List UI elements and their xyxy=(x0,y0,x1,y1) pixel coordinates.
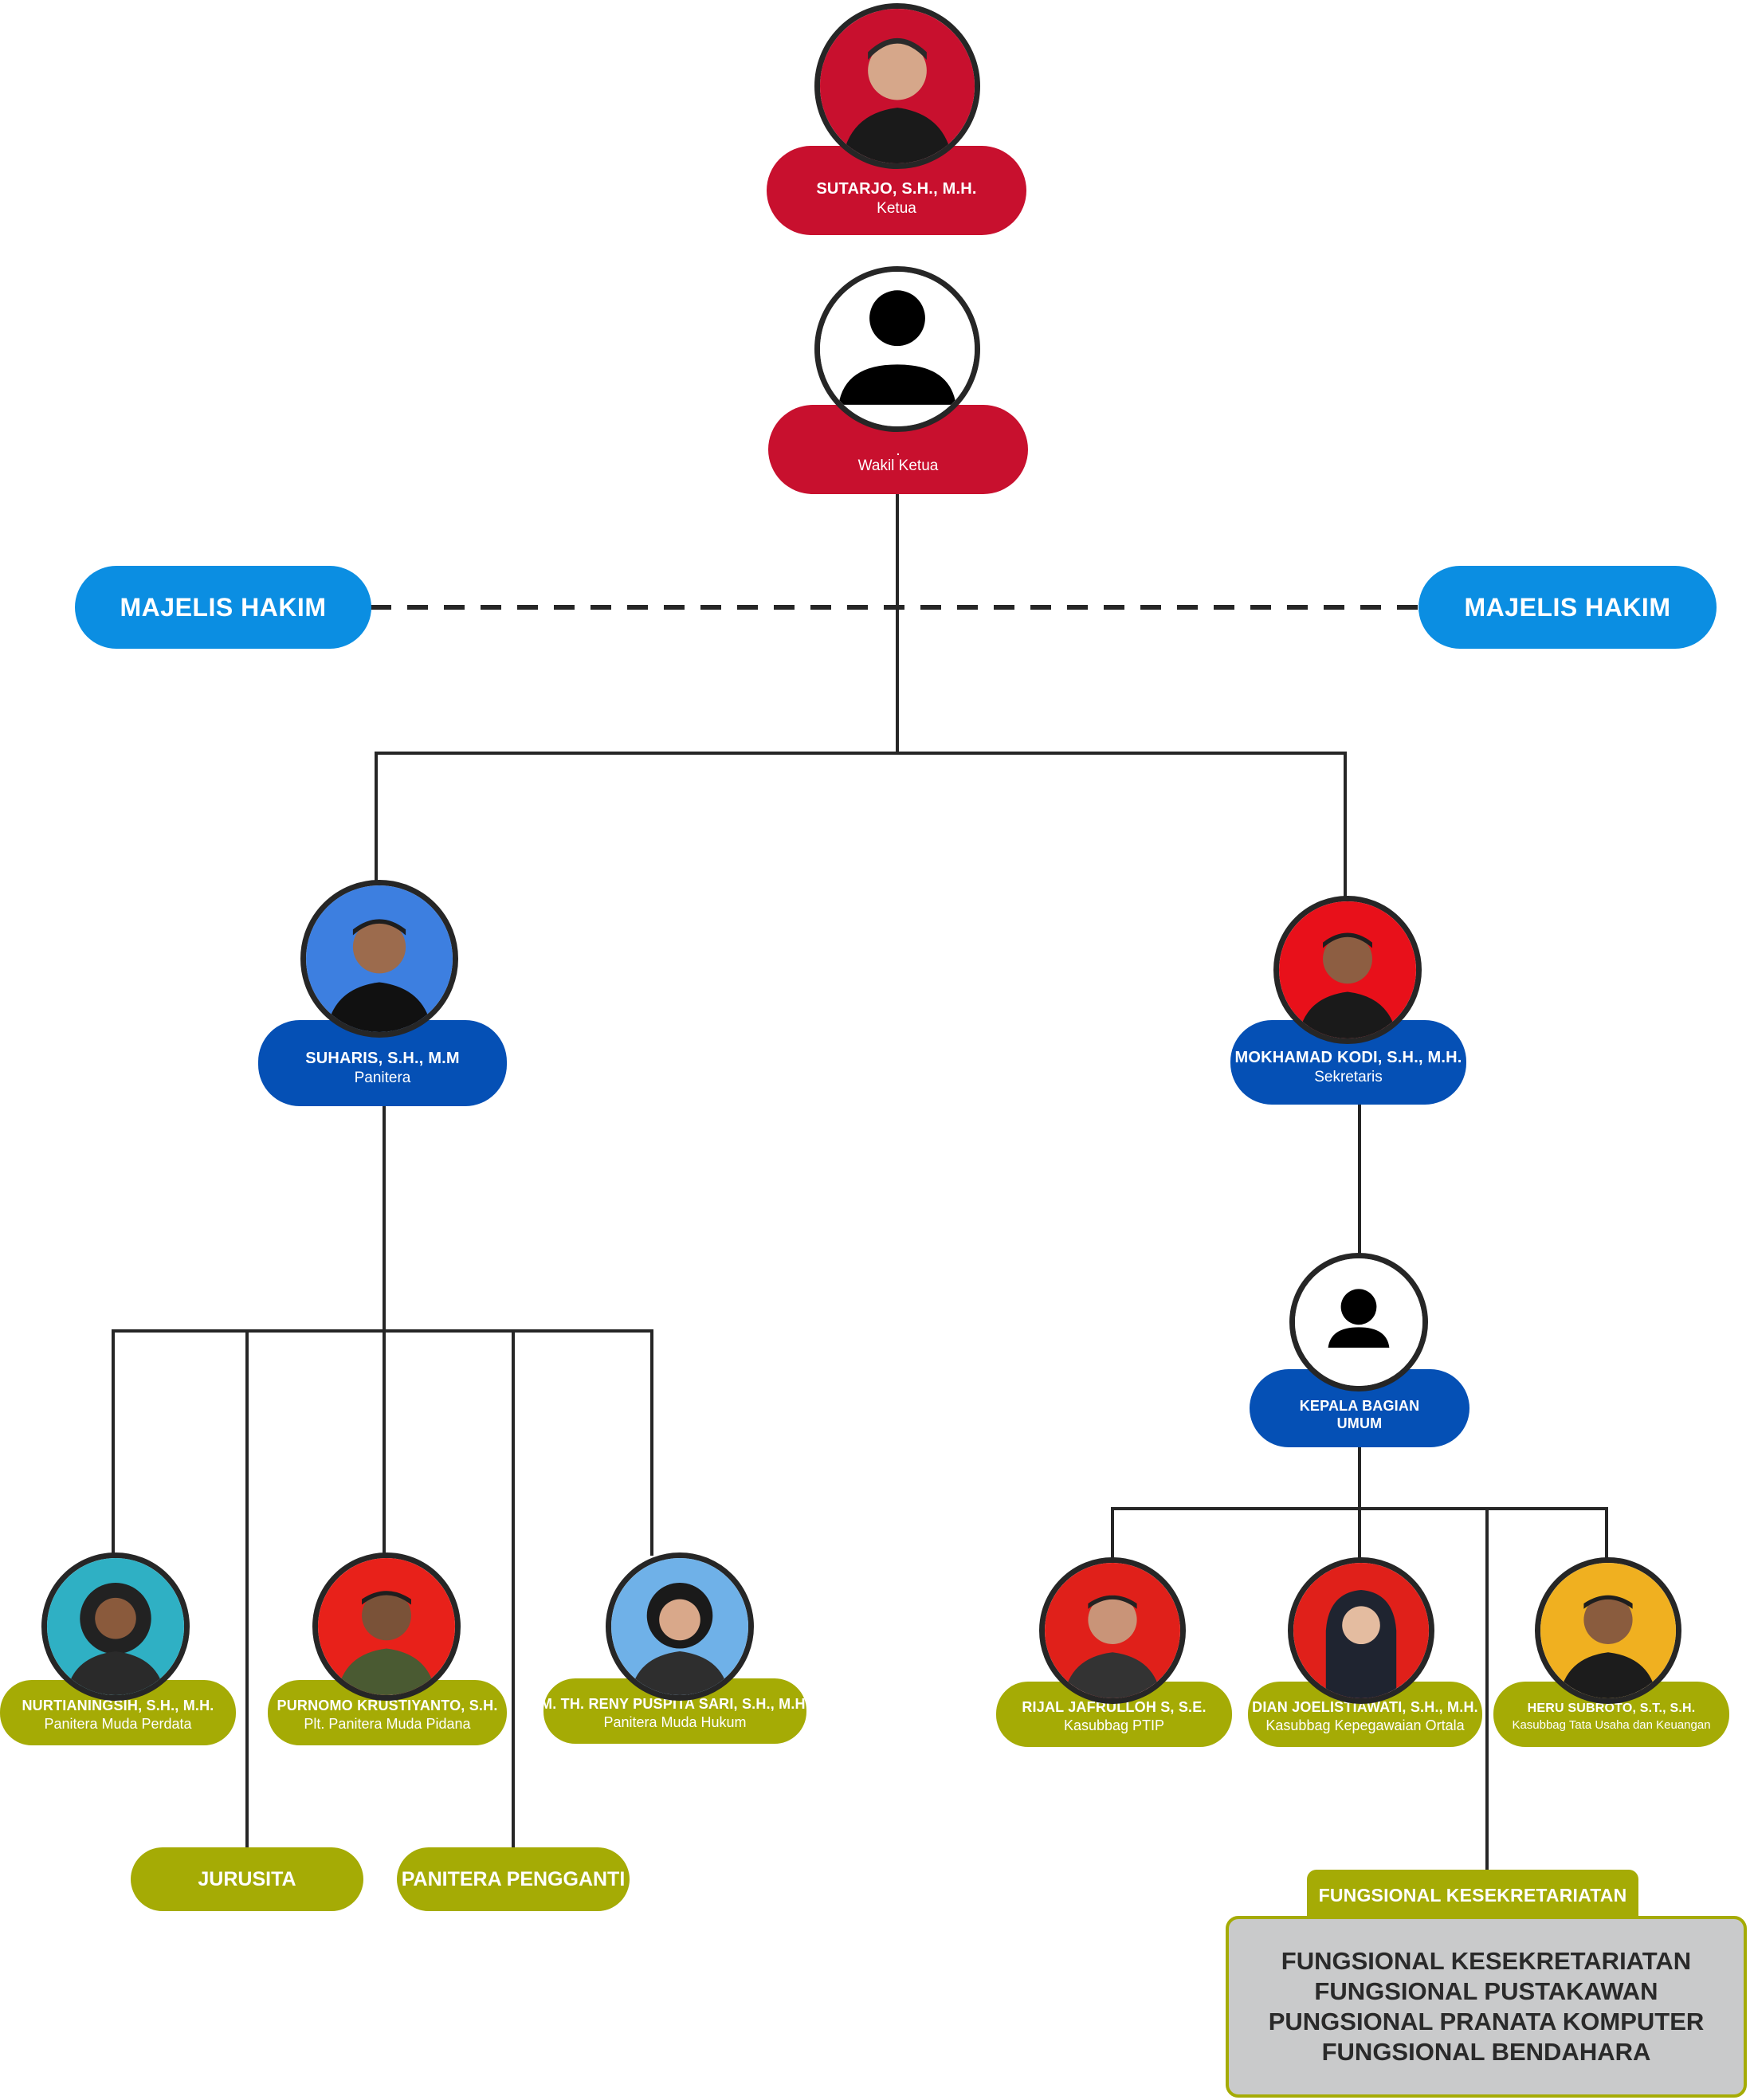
kabag-photo xyxy=(1289,1253,1428,1391)
panitera-pengganti-box: PANITERA PENGGANTI xyxy=(397,1847,630,1911)
kabag-line1: KEPALA BAGIAN xyxy=(1299,1397,1420,1414)
panitera-photo xyxy=(300,880,458,1038)
sekretaris-photo xyxy=(1273,896,1422,1044)
majelis-hakim-right: MAJELIS HAKIM xyxy=(1418,566,1717,649)
kabag-line2: UMUM xyxy=(1336,1415,1383,1431)
wakil-name: . xyxy=(896,444,901,457)
kasubbag-ptip-card: RIJAL JAFRULLOH S, S.E. Kasubbag PTIP xyxy=(996,1682,1232,1747)
panitera-name: SUHARIS, S.H., M.M xyxy=(305,1049,460,1067)
jurusita-box: JURUSITA xyxy=(131,1847,363,1911)
kasubbag-ptip-photo xyxy=(1039,1557,1186,1704)
ketua-role: Ketua xyxy=(877,199,916,217)
kasubbag-kepegawaian-photo xyxy=(1288,1557,1434,1704)
panitera-muda-perdata-photo xyxy=(41,1552,190,1701)
sekretaris-role: Sekretaris xyxy=(1314,1068,1383,1085)
sekretaris-name: MOKHAMAD KODI, S.H., M.H. xyxy=(1234,1048,1462,1066)
majelis-hakim-left: MAJELIS HAKIM xyxy=(75,566,371,649)
fungsional-header: FUNGSIONAL KESEKRETARIATAN xyxy=(1307,1870,1638,1922)
fungsional-item: FUNGSIONAL BENDAHARA xyxy=(1321,2038,1651,2067)
panitera-muda-hukum-photo xyxy=(606,1552,754,1701)
ketua-photo xyxy=(814,3,980,169)
fungsional-item: FUNGSIONAL PUSTAKAWAN xyxy=(1314,1976,1658,2005)
person-placeholder-icon xyxy=(1340,1289,1377,1325)
fungsional-item: FUNGSIONAL KESEKRETARIATAN xyxy=(1281,1946,1692,1975)
ketua-name: SUTARJO, S.H., M.H. xyxy=(816,179,977,198)
kasubbag-tu-keuangan-photo xyxy=(1535,1557,1681,1704)
panitera-muda-pidana-photo xyxy=(312,1552,461,1701)
fungsional-list-box: FUNGSIONAL KESEKRETARIATAN FUNGSIONAL PU… xyxy=(1226,1916,1747,2098)
wakil-role: Wakil Ketua xyxy=(857,457,939,474)
panitera-role: Panitera xyxy=(354,1069,411,1086)
fungsional-item: PUNGSIONAL PRANATA KOMPUTER xyxy=(1268,2008,1705,2035)
person-placeholder-icon xyxy=(869,290,925,347)
wakil-photo xyxy=(814,266,980,432)
